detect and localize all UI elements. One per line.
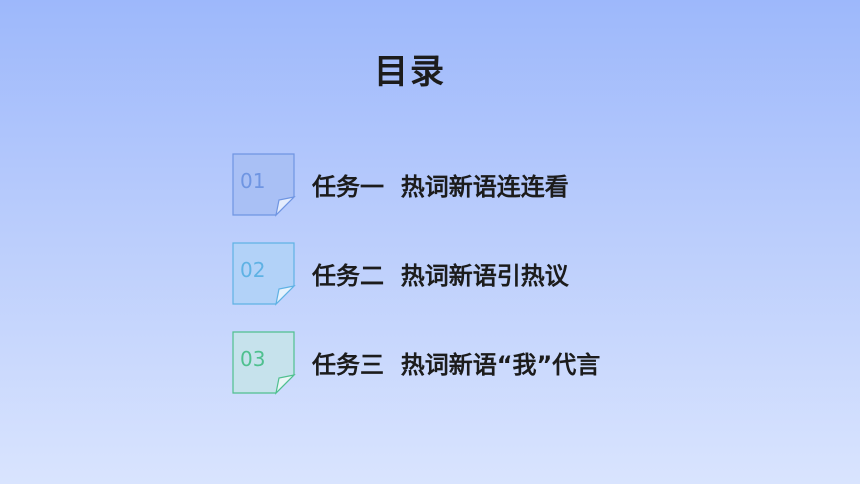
page-title: 目录 — [374, 52, 446, 92]
note-badge-3: 03 — [232, 331, 296, 395]
note-badge-1: 01 — [232, 153, 296, 217]
item-number: 01 — [240, 169, 266, 193]
item-number: 02 — [240, 258, 266, 282]
toc-item-1[interactable]: 01 任务一 热词新语连连看 — [232, 153, 752, 217]
item-label: 任务一 热词新语连连看 — [312, 173, 569, 201]
item-label: 任务二 热词新语引热议 — [312, 262, 569, 290]
folded-note-icon — [232, 242, 296, 306]
toc-item-3[interactable]: 03 任务三 热词新语“我”代言 — [232, 331, 752, 395]
item-label: 任务三 热词新语“我”代言 — [312, 351, 601, 379]
toc-item-2[interactable]: 02 任务二 热词新语引热议 — [232, 242, 752, 306]
note-badge-2: 02 — [232, 242, 296, 306]
item-number: 03 — [240, 347, 266, 371]
folded-note-icon — [232, 153, 296, 217]
folded-note-icon — [232, 331, 296, 395]
